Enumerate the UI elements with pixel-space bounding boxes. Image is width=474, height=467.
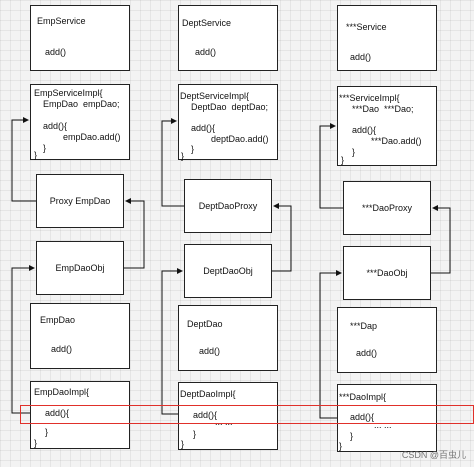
dept-service-method: add() bbox=[195, 47, 217, 57]
star-service-method: add() bbox=[350, 52, 372, 62]
star-dao-obj-label: ***DaoObj bbox=[366, 267, 408, 278]
dept-dao-impl-line-1: DeptDaoImpl{ bbox=[180, 389, 236, 399]
star-service-impl-line-3: add(){ bbox=[352, 125, 377, 135]
emp-proxy-label: Proxy EmpDao bbox=[49, 195, 111, 206]
emp-dao-title: EmpDao bbox=[40, 315, 76, 325]
dept-dao-impl-box: DeptDaoImpl{ add(){ ... ... } } bbox=[178, 382, 278, 450]
connector-emp-obj-to-proxy bbox=[124, 198, 145, 269]
dept-service-impl-line-5: } bbox=[191, 144, 195, 154]
star-dao-impl-line-2: add(){ bbox=[350, 412, 375, 422]
star-dao-method: add() bbox=[356, 348, 378, 358]
dept-proxy-label: DeptDaoProxy bbox=[198, 200, 258, 211]
emp-dao-impl-line-3: ... ... bbox=[67, 416, 85, 426]
star-dao-obj-box: ***DaoObj bbox=[343, 246, 431, 300]
star-proxy-label: ***DaoProxy bbox=[361, 202, 413, 213]
star-service-impl-line-4: ***Dao.add() bbox=[371, 136, 422, 146]
dept-service-impl-box: DeptServiceImpl{ DeptDao deptDao; add(){… bbox=[178, 84, 278, 161]
star-service-impl-box: ***ServiceImpl{ ***Dao ***Dao; add(){ **… bbox=[337, 86, 437, 166]
emp-service-impl-line-6: } bbox=[34, 150, 38, 160]
star-dao-impl-line-3: ... ... bbox=[374, 420, 392, 430]
star-dao-impl-line-5: } bbox=[339, 441, 343, 451]
dept-dao-obj-box: DeptDaoObj bbox=[184, 244, 272, 298]
emp-dao-box: EmpDao add() bbox=[30, 303, 130, 369]
emp-service-title: EmpService bbox=[37, 16, 86, 26]
emp-service-impl-line-3: add(){ bbox=[43, 121, 68, 131]
watermark: CSDN @百虫儿 bbox=[401, 450, 466, 460]
emp-dao-method: add() bbox=[51, 344, 73, 354]
connector-dept-obj-to-proxy bbox=[272, 203, 292, 272]
star-dao-impl-line-4: } bbox=[350, 431, 354, 441]
dept-dao-impl-line-4: } bbox=[193, 429, 197, 439]
emp-service-box: EmpService add() bbox=[30, 5, 130, 71]
dept-dao-title: DeptDao bbox=[187, 319, 223, 329]
dept-dao-method: add() bbox=[199, 346, 221, 356]
dept-service-impl-line-4: deptDao.add() bbox=[211, 134, 269, 144]
emp-dao-obj-label: EmpDaoObj bbox=[55, 262, 105, 273]
emp-proxy-box: Proxy EmpDao bbox=[36, 174, 124, 228]
emp-service-impl-box: EmpServiceImpl{ EmpDao empDao; add(){ em… bbox=[30, 84, 130, 160]
emp-dao-impl-line-5: } bbox=[34, 438, 38, 448]
star-service-impl-line-1: ***ServiceImpl{ bbox=[339, 93, 400, 103]
emp-dao-impl-box: EmpDaoImpl{ add(){ ... ... } } bbox=[30, 381, 130, 449]
connector-star-obj-to-proxy bbox=[431, 205, 451, 274]
emp-service-impl-line-5: } bbox=[43, 143, 47, 153]
star-service-impl-line-6: } bbox=[341, 155, 345, 165]
dept-dao-box: DeptDao add() bbox=[178, 305, 278, 371]
star-dao-impl-line-1: ***DaoImpl{ bbox=[339, 392, 387, 402]
dept-service-impl-line-2: DeptDao deptDao; bbox=[191, 102, 269, 112]
dept-proxy-box: DeptDaoProxy bbox=[184, 179, 272, 233]
star-service-box: ***Service add() bbox=[337, 5, 437, 71]
star-proxy-box: ***DaoProxy bbox=[343, 181, 431, 235]
star-dao-title: ***Dap bbox=[350, 321, 378, 331]
dept-dao-obj-label: DeptDaoObj bbox=[203, 265, 253, 276]
emp-service-impl-line-4: empDao.add() bbox=[63, 132, 121, 142]
dept-service-impl-line-3: add(){ bbox=[191, 123, 216, 133]
emp-dao-impl-line-2: add(){ bbox=[45, 408, 70, 418]
star-service-impl-line-5: } bbox=[352, 147, 356, 157]
emp-service-impl-line-2: EmpDao empDao; bbox=[43, 99, 120, 109]
dept-service-title: DeptService bbox=[182, 18, 232, 28]
emp-service-impl-line-1: EmpServiceImpl{ bbox=[34, 88, 103, 98]
dept-dao-impl-line-3: ... ... bbox=[215, 417, 233, 427]
emp-dao-obj-box: EmpDaoObj bbox=[36, 241, 124, 295]
star-service-title: ***Service bbox=[346, 22, 387, 32]
dept-dao-impl-line-2: add(){ bbox=[193, 410, 218, 420]
dept-service-impl-line-1: DeptServiceImpl{ bbox=[180, 91, 250, 101]
star-service-impl-line-2: ***Dao ***Dao; bbox=[352, 104, 414, 114]
emp-dao-impl-line-1: EmpDaoImpl{ bbox=[34, 387, 90, 397]
emp-service-method: add() bbox=[45, 47, 67, 57]
dept-dao-impl-line-5: } bbox=[181, 439, 185, 449]
star-dao-impl-box: ***DaoImpl{ add(){ ... ... } } bbox=[337, 384, 437, 452]
emp-dao-impl-line-4: } bbox=[45, 427, 49, 437]
dept-service-impl-line-6: } bbox=[181, 151, 185, 161]
highlight-rectangle bbox=[20, 405, 474, 424]
dept-service-box: DeptService add() bbox=[178, 5, 278, 71]
star-dao-box: ***Dap add() bbox=[337, 307, 437, 373]
